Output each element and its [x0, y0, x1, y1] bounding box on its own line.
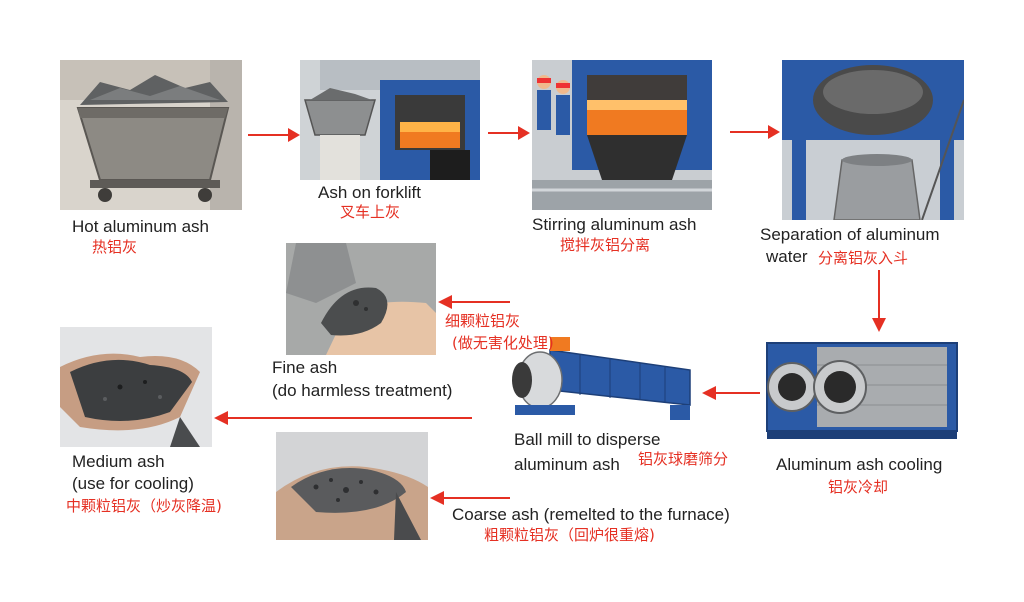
stirring-photo [532, 60, 712, 210]
medium-ash-label-cn: 中颗粒铝灰（炒灰降温) [66, 497, 222, 515]
separation-photo [782, 60, 964, 220]
cooling-photo [762, 325, 962, 445]
fine-ash-photo [286, 243, 436, 355]
coarse-ash-label: Coarse ash (remelted to the furnace) [452, 505, 730, 524]
forklift-label-cn: 叉车上灰 [340, 203, 401, 221]
fine-ash-label-cn-line2: (做无害化处理) [452, 334, 554, 352]
arrow-hot-to-forklift [248, 128, 300, 142]
forklift-photo [300, 60, 480, 180]
arrow-separation-to-cooling [872, 270, 886, 332]
fine-ash-label-line2: (do harmless treatment) [272, 381, 453, 400]
separation-label-line2: water [766, 247, 808, 266]
ball-mill-label-cn: 铝灰球磨筛分 [638, 450, 729, 468]
medium-ash-label-line1: Medium ash [72, 452, 165, 471]
coarse-ash-photo [276, 432, 428, 540]
coarse-ash-label-cn: 粗颗粒铝灰（回炉很重熔) [484, 526, 655, 544]
cooling-label: Aluminum ash cooling [776, 455, 943, 474]
stirring-label: Stirring aluminum ash [532, 215, 697, 234]
cooling-label-cn: 铝灰冷却 [828, 478, 889, 496]
arrow-to-coarse-ash [430, 491, 510, 505]
medium-ash-label-line2: (use for cooling) [72, 474, 194, 493]
separation-label-line1: Separation of aluminum [760, 225, 940, 244]
separation-label-cn: 分离铝灰入斗 [818, 249, 909, 267]
arrow-forklift-to-stirring [488, 126, 530, 140]
hot-ash-photo [60, 60, 242, 210]
hot-ash-label-cn: 热铝灰 [92, 238, 138, 256]
arrow-to-medium-ash [214, 411, 472, 425]
medium-ash-photo [60, 327, 212, 447]
ball-mill-label-line2: aluminum ash [514, 455, 620, 474]
fine-ash-label-cn-line1: 细颗粒铝灰 [445, 312, 521, 330]
arrow-cooling-to-ball-mill [702, 386, 760, 400]
arrow-to-fine-ash [438, 295, 510, 309]
hot-ash-label: Hot aluminum ash [72, 217, 210, 236]
fine-ash-label-line1: Fine ash [272, 358, 338, 377]
ball-mill-label-line1: Ball mill to disperse [514, 430, 661, 449]
arrow-stirring-to-separation [730, 125, 780, 139]
forklift-label: Ash on forklift [318, 183, 421, 202]
ball-mill-photo [500, 325, 700, 425]
stirring-label-cn: 搅拌灰铝分离 [560, 236, 651, 254]
